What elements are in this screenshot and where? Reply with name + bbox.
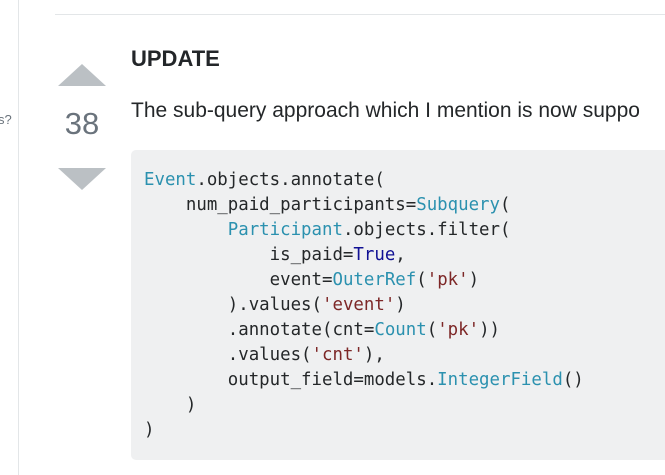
code-token: OuterRef	[332, 270, 417, 290]
vote-count: 38	[64, 106, 100, 141]
code-token: 'cnt'	[311, 345, 364, 365]
code-line: Participant.objects.filter(	[144, 218, 665, 243]
code-token: True	[353, 245, 396, 265]
code-token: 'event'	[322, 295, 396, 315]
code-token: 'pk'	[426, 270, 469, 290]
code-token: )	[468, 270, 480, 290]
left-rail-divider	[18, 0, 19, 475]
code-token: .objects.filter(	[342, 220, 511, 240]
code-line: is_paid=True,	[144, 243, 665, 268]
code-token: Count	[374, 320, 427, 340]
code-token: (	[426, 320, 438, 340]
code-line: )	[144, 393, 665, 418]
triangle-up-icon[interactable]	[58, 64, 106, 86]
code-line: .annotate(cnt=Count('pk'))	[144, 318, 665, 343]
code-token: Participant	[227, 220, 343, 240]
code-token: ),	[363, 345, 385, 365]
code-token: 'pk'	[437, 320, 480, 340]
code-token: )	[144, 395, 197, 415]
code-token: (	[416, 270, 427, 290]
code-token: )	[144, 420, 155, 440]
code-token: .values(	[144, 345, 312, 365]
code-line: num_paid_participants=Subquery(	[144, 193, 665, 218]
code-token: IntegerField	[437, 370, 563, 390]
code-line: )	[144, 418, 665, 443]
code-token: ))	[479, 320, 501, 340]
code-token: Subquery	[416, 195, 500, 215]
code-token: Event	[144, 170, 197, 190]
code-token: )	[395, 295, 406, 315]
answer-text: The sub-query approach which I mention i…	[131, 99, 640, 122]
code-token: .objects.annotate(	[196, 170, 385, 190]
code-line: .values('cnt'),	[144, 343, 665, 368]
code-token	[144, 220, 228, 240]
code-token: .annotate(cnt=	[144, 320, 375, 340]
code-line: ).values('event')	[144, 293, 665, 318]
code-token: ).values(	[144, 295, 322, 315]
code-line: event=OuterRef('pk')	[144, 268, 665, 293]
code-line: Event.objects.annotate(	[144, 168, 665, 193]
triangle-down-icon[interactable]	[58, 168, 106, 190]
code-token: ,	[395, 245, 406, 265]
code-token: is_paid=	[144, 245, 354, 265]
clipped-left-text: s?	[0, 112, 12, 127]
code-line: output_field=models.IntegerField()	[144, 368, 665, 393]
code-token: (	[500, 195, 511, 215]
code-token: output_field=models.	[144, 370, 438, 390]
answer-heading: UPDATE	[131, 46, 220, 71]
code-token: ()	[562, 370, 584, 390]
code-block: Event.objects.annotate( num_paid_partici…	[131, 150, 665, 460]
top-divider	[55, 14, 665, 15]
code-token: event=	[144, 270, 333, 290]
code-token: num_paid_participants=	[144, 195, 417, 215]
